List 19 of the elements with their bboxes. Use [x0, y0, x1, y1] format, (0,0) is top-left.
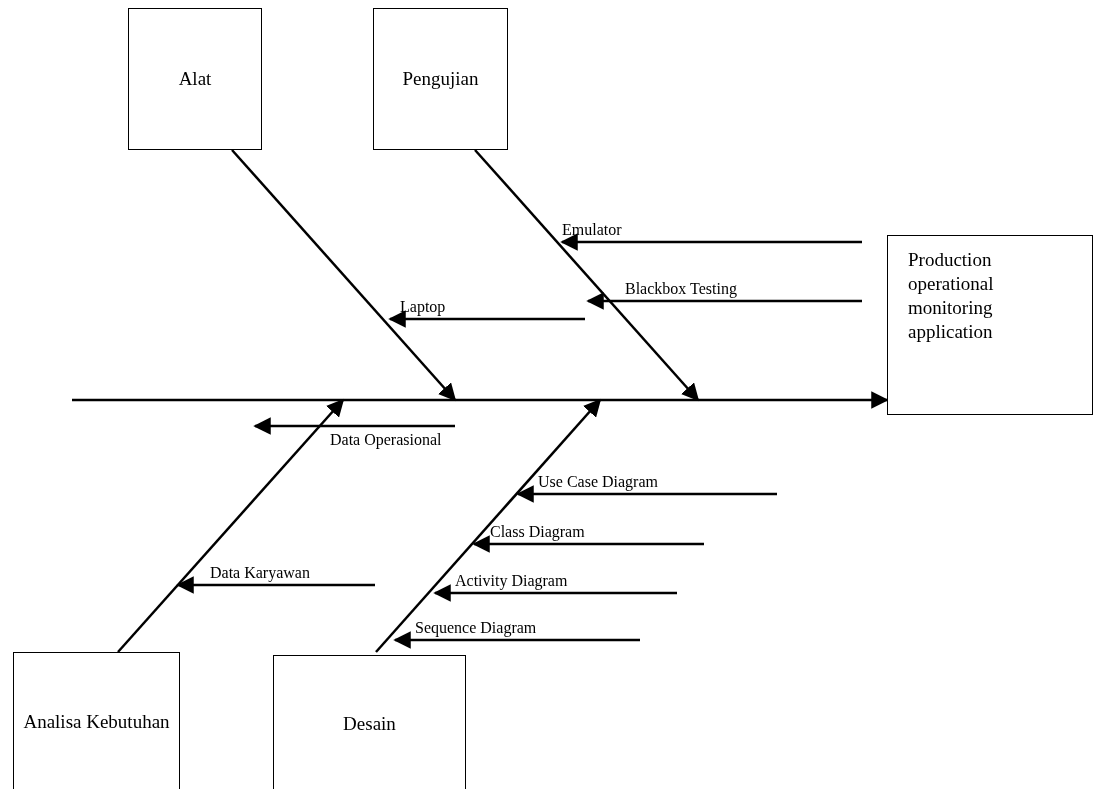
cause-label: Sequence Diagram — [415, 619, 537, 637]
category-box: Pengujian — [373, 8, 508, 150]
cause-label: Activity Diagram — [455, 572, 568, 590]
cause-label: Use Case Diagram — [538, 473, 658, 491]
category-box: Alat — [128, 8, 262, 150]
arrow — [474, 149, 700, 402]
cause-label: Blackbox Testing — [625, 280, 737, 298]
category-box: Desain — [273, 655, 466, 789]
category-box: Analisa Kebutuhan — [13, 652, 180, 789]
arrow — [375, 398, 602, 653]
cause-label: Laptop — [400, 298, 446, 316]
arrow — [231, 149, 457, 402]
arrow — [72, 391, 889, 409]
cause-label: Class Diagram — [490, 523, 585, 541]
effect-box: Production operational monitoring application — [887, 235, 1093, 415]
cause-label: Data Operasional — [330, 431, 442, 449]
cause-label: Data Karyawan — [210, 564, 310, 582]
cause-label: Emulator — [562, 221, 622, 239]
arrow — [117, 398, 345, 653]
